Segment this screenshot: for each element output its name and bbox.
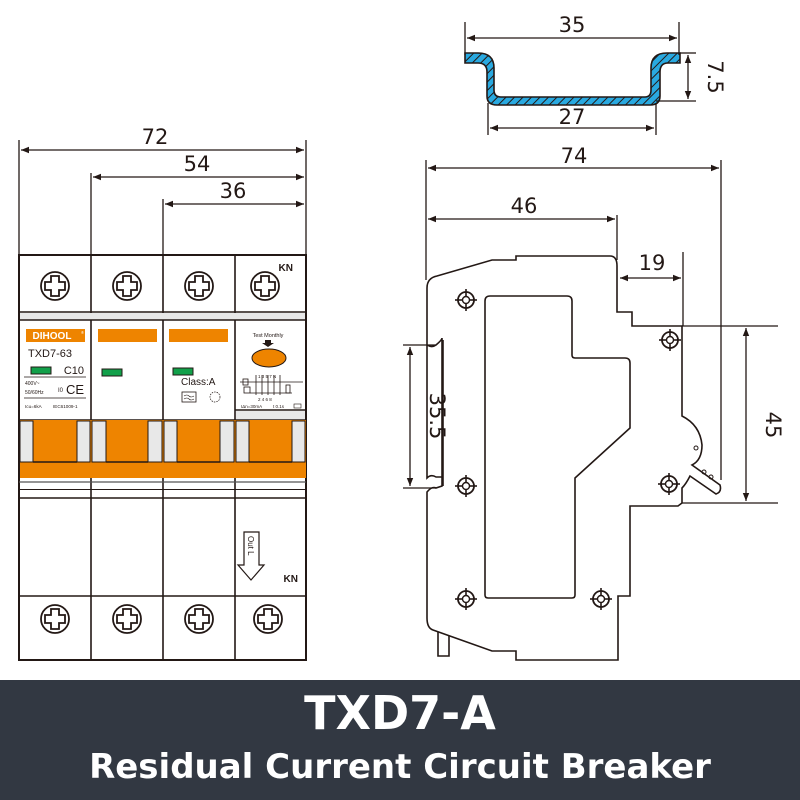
din-rail-section	[464, 52, 681, 106]
svg-text:IΔn=30mA: IΔn=30mA	[241, 404, 262, 409]
din-rail-profile: 35 27 7.5	[464, 13, 727, 135]
kn-label-bottom: KN	[284, 574, 298, 585]
dim-rail-bottom-width: 27	[559, 105, 586, 129]
brand-logo: DIHOOL	[33, 331, 72, 342]
kn-label-top: KN	[279, 263, 293, 274]
title-banner: TXD7-A Residual Current Circuit Breaker	[0, 680, 800, 800]
model-title: TXD7-A	[304, 686, 496, 740]
arrow-down-icon	[262, 340, 274, 347]
test-monthly-label: Test Monthly	[253, 333, 284, 339]
side-view: 74 46 19 35.5	[403, 144, 785, 661]
svg-text:Icu=6kA: Icu=6kA	[25, 404, 43, 409]
mounting-holes	[454, 288, 682, 611]
status-indicator-green	[101, 368, 123, 377]
dim-rail-top-width: 35	[559, 13, 586, 37]
test-panel: Test Monthly 1 3 5 7 N 2 4 6 8 IΔn=30mA …	[240, 333, 303, 409]
ac-symbol-icon	[181, 391, 197, 403]
temperature-icon	[209, 391, 221, 403]
product-subtitle: Residual Current Circuit Breaker	[89, 747, 711, 787]
dim-total-width: 72	[142, 125, 169, 149]
svg-text:50/60Hz: 50/60Hz	[25, 390, 44, 396]
svg-text:®: ®	[81, 330, 84, 335]
svg-text:400V~: 400V~	[25, 381, 40, 387]
label-pole-1: DIHOOL ® TXD7-63 C10 400V~ 50/60Hz I0 CE…	[24, 329, 86, 409]
front-view: 72 54 36 KN DIHOOL ® TXD7-63	[18, 125, 307, 661]
ce-mark: CE	[66, 382, 84, 397]
orange-label-pole-3	[169, 329, 228, 342]
svg-text:I0: I0	[58, 388, 64, 394]
dim-rail-clip: 35.5	[425, 393, 449, 440]
dim-front-offset: 46	[511, 194, 538, 218]
dim-front-height: 45	[761, 412, 785, 439]
technical-drawing: 35 27 7.5 72 54 36	[18, 13, 785, 661]
dim-handle-offset: 19	[639, 251, 666, 275]
dim-two-pole-width: 36	[220, 179, 247, 203]
out-l-arrow-icon: Out L	[236, 531, 266, 581]
out-l-label: Out L	[246, 536, 255, 556]
status-indicator-green	[30, 366, 52, 375]
dim-rail-height: 7.5	[703, 60, 727, 93]
svg-text:2 4 6 8: 2 4 6 8	[258, 397, 272, 402]
class-label: Class:A	[181, 377, 216, 388]
dim-three-pole-width: 54	[184, 152, 211, 176]
dim-depth: 74	[561, 144, 588, 168]
status-indicator-green	[172, 367, 194, 376]
rating-label: C10	[64, 365, 84, 377]
model-label: TXD7-63	[28, 348, 72, 360]
orange-label-pole-2	[98, 329, 157, 342]
circuit-schematic-icon	[240, 375, 303, 395]
svg-text:IEC61009-1: IEC61009-1	[53, 404, 78, 409]
svg-text:1 3 5 7 N: 1 3 5 7 N	[258, 374, 276, 379]
toggle-handles[interactable]	[19, 420, 306, 483]
svg-text:t 0.1s: t 0.1s	[273, 404, 285, 409]
test-button[interactable]	[251, 348, 287, 368]
